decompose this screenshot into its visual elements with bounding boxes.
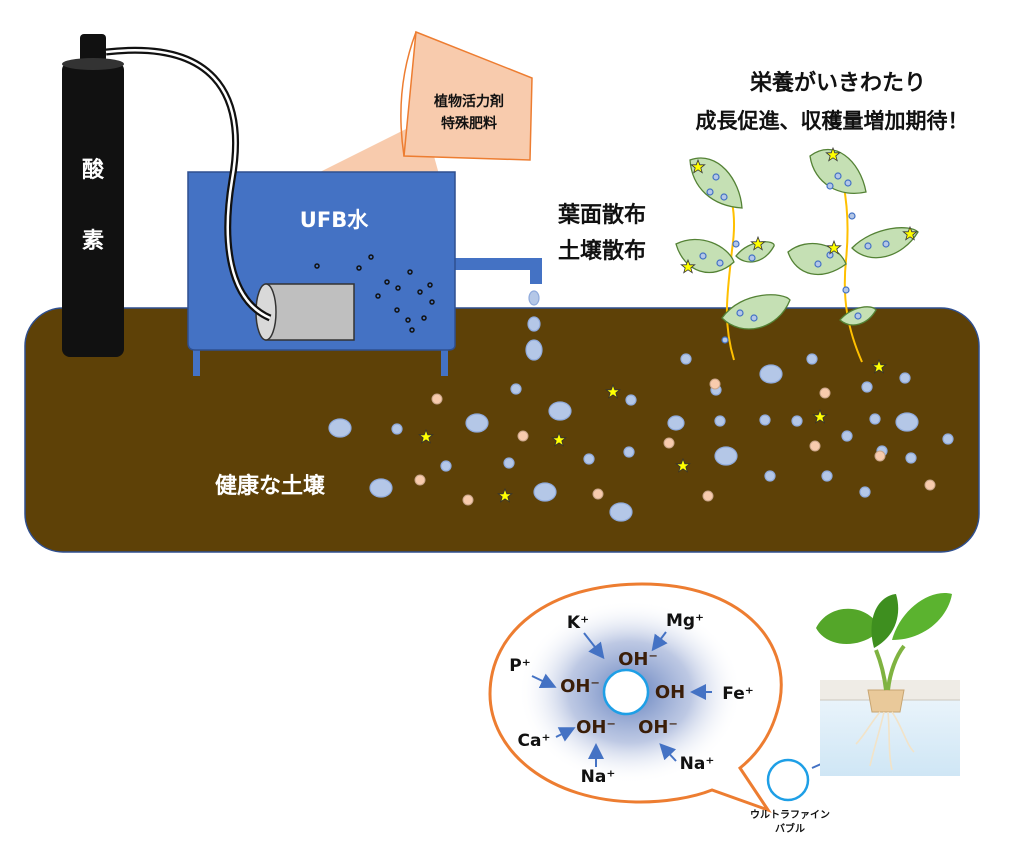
additive-label-1: 植物活力剤 xyxy=(433,93,504,110)
plant-left xyxy=(675,157,791,361)
ion-oh-1: OH⁻ xyxy=(618,649,658,670)
ion-arrows xyxy=(531,631,712,767)
spray-label-2: 土壌散布 xyxy=(558,238,646,264)
benefit-label-1: 栄養がいきわたり xyxy=(749,70,926,96)
ion-oh-4: OH⁻ xyxy=(576,717,616,738)
soil-label: 健康な土壌 xyxy=(215,473,326,499)
plant-right xyxy=(787,147,919,363)
soil-orange-bubbles xyxy=(414,378,936,506)
additive-cone: 植物活力剤 特殊肥料 xyxy=(320,30,533,186)
ion-p: P⁺ xyxy=(509,656,530,676)
ion-ca: Ca⁺ xyxy=(518,731,551,751)
ion-na-2: Na⁺ xyxy=(680,754,715,774)
oxygen-hose xyxy=(105,46,272,322)
ion-oh-3: OH xyxy=(655,682,685,703)
ion-callout: K⁺ Mg⁺ P⁺ Fe⁺ Ca⁺ Na⁺ Na⁺ OH⁻ OH⁻ OH OH⁻… xyxy=(488,582,783,813)
ion-oh-5: OH⁻ xyxy=(638,717,678,738)
ion-na-1: Na⁺ xyxy=(581,767,616,787)
soil-area xyxy=(24,307,980,553)
bubble-label-2: バブル xyxy=(775,822,805,835)
bubble-label-1: ウルトラファイン xyxy=(750,809,830,821)
oxygen-label-top: 酸 xyxy=(82,158,105,183)
oxygen-label-bottom: 素 xyxy=(82,228,104,254)
benefit-label-2: 成長促進、収穫量増加期待！ xyxy=(696,109,969,133)
additive-label-2: 特殊肥料 xyxy=(441,115,497,132)
oxygen-cylinder: 酸 素 xyxy=(62,34,124,357)
tank-label: UFB水 xyxy=(300,208,369,232)
tank-outlet-pipe xyxy=(450,258,542,284)
ultrafine-bubble xyxy=(766,758,810,802)
ufb-generator xyxy=(265,283,355,341)
tank-bubbles xyxy=(314,254,435,333)
spray-drops xyxy=(525,290,543,361)
spray-label-1: 葉面散布 xyxy=(557,202,646,228)
hydroponic-plant xyxy=(816,593,960,776)
ion-oh-2: OH⁻ xyxy=(560,676,600,697)
ion-mg: Mg⁺ xyxy=(666,611,704,631)
ufb-core xyxy=(602,668,650,716)
ion-k: K⁺ xyxy=(567,613,589,633)
soil-blue-bubbles xyxy=(328,353,954,522)
ion-fe: Fe⁺ xyxy=(722,684,753,704)
